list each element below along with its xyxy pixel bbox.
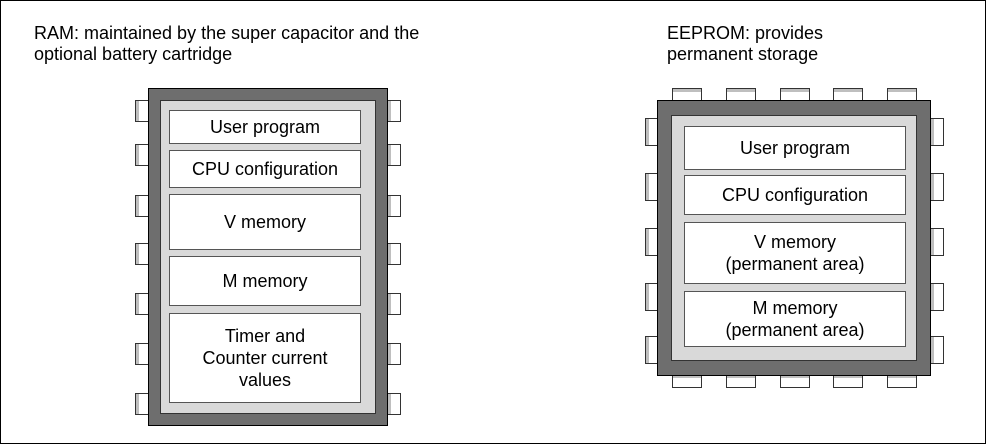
ram-cell-timer-counter: Timer and Counter current values xyxy=(169,313,361,403)
ram-pin-right xyxy=(387,293,401,315)
ram-pin-left xyxy=(135,393,149,415)
eeprom-cell-m-memory: M memory (permanent area) xyxy=(684,291,906,347)
eeprom-pin-left xyxy=(645,118,659,146)
eeprom-pin-top xyxy=(833,88,863,102)
ram-cell-m-memory: M memory xyxy=(169,256,361,306)
ram-pin-left xyxy=(135,144,149,166)
eeprom-cell-cpu-configuration: CPU configuration xyxy=(684,175,906,215)
eeprom-pin-left xyxy=(645,336,659,364)
eeprom-pin-right xyxy=(930,228,944,256)
eeprom-cell-user-program: User program xyxy=(684,126,906,170)
ram-pin-left xyxy=(135,195,149,217)
ram-pin-right xyxy=(387,195,401,217)
ram-pin-right xyxy=(387,343,401,365)
eeprom-pin-bottom xyxy=(726,374,756,388)
ram-pin-left xyxy=(135,293,149,315)
ram-pin-left xyxy=(135,100,149,122)
ram-pin-left xyxy=(135,243,149,265)
ram-cell-cpu-configuration: CPU configuration xyxy=(169,150,361,188)
ram-pin-right xyxy=(387,243,401,265)
ram-pin-left xyxy=(135,343,149,365)
ram-pin-right xyxy=(387,100,401,122)
eeprom-pin-right xyxy=(930,283,944,311)
eeprom-pin-bottom xyxy=(833,374,863,388)
eeprom-pin-bottom xyxy=(780,374,810,388)
eeprom-caption: EEPROM: provides permanent storage xyxy=(667,23,824,64)
ram-pin-right xyxy=(387,393,401,415)
ram-pin-right xyxy=(387,144,401,166)
eeprom-pin-right xyxy=(930,118,944,146)
ram-caption: RAM: maintained by the super capacitor a… xyxy=(34,23,420,64)
ram-cell-user-program: User program xyxy=(169,110,361,144)
ram-cell-v-memory: V memory xyxy=(169,194,361,250)
eeprom-pin-top xyxy=(780,88,810,102)
eeprom-pin-right xyxy=(930,173,944,201)
eeprom-pin-right xyxy=(930,336,944,364)
eeprom-cell-v-memory: V memory (permanent area) xyxy=(684,222,906,284)
eeprom-pin-bottom xyxy=(672,374,702,388)
eeprom-pin-bottom xyxy=(887,374,917,388)
